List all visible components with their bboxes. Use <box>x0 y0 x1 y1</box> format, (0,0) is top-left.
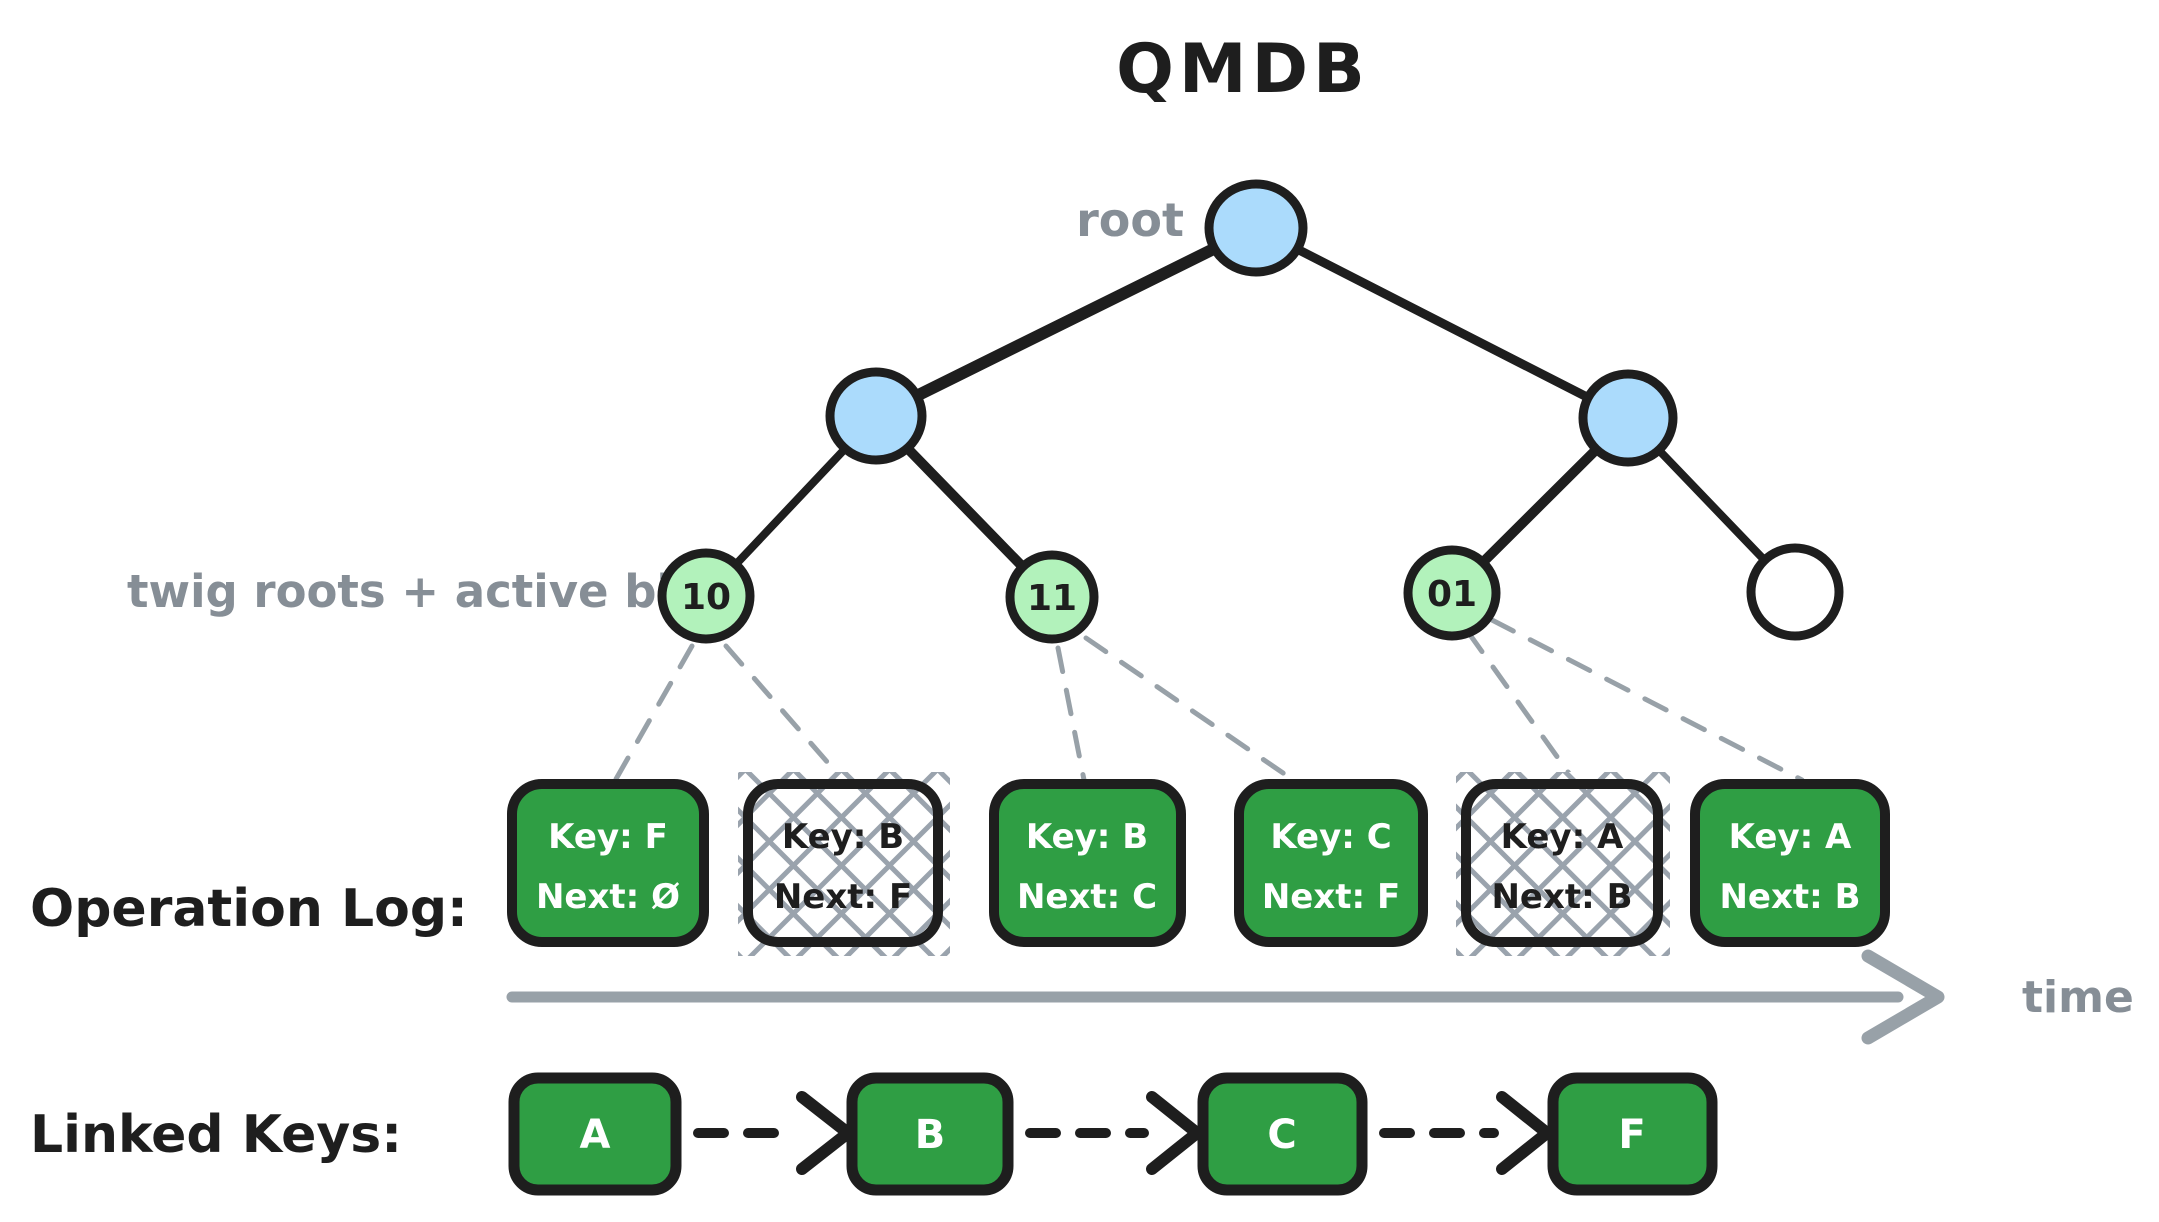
time-label: time <box>2022 972 2134 1023</box>
twig-node-11: 11 <box>1005 550 1099 644</box>
twig-node-empty <box>1746 543 1844 641</box>
tree-node-internal-right <box>1578 369 1678 467</box>
twig-node-circle <box>657 548 755 644</box>
twig-roots-label: twig roots + active bits <box>127 565 720 618</box>
linked-keys-label: Linked Keys: <box>30 1105 402 1165</box>
dashed-connector <box>1055 645 1089 793</box>
twig-node-circle <box>1403 545 1501 641</box>
op-log-box <box>743 779 943 947</box>
op-log-hatch-spill <box>1456 772 1670 956</box>
op-log-box <box>1690 779 1890 947</box>
linked-key-A: A <box>508 1072 682 1196</box>
linked-key-letter: F <box>1618 1112 1645 1158</box>
twig-node-label: 01 <box>1427 574 1477 615</box>
linked-key-letter: A <box>580 1112 611 1158</box>
linked-arrow-2 <box>1025 1091 1203 1175</box>
tree-edge <box>1251 223 1633 423</box>
twig-node-circle <box>1005 550 1099 644</box>
linked-key-box <box>508 1072 682 1196</box>
dashed-connector <box>1489 617 1805 783</box>
op-log-entry-6: Key: A Next: B <box>1690 779 1890 947</box>
op-log-box <box>1461 779 1663 947</box>
linked-arrow-1 <box>693 1091 854 1175</box>
dashed-connector <box>1465 629 1581 789</box>
op-log-box <box>507 779 709 947</box>
linked-key-box <box>1197 1072 1368 1196</box>
linked-key-C: C <box>1197 1072 1368 1196</box>
twig-node-label: 10 <box>681 577 731 618</box>
op-log-next: Next: F <box>1262 877 1400 917</box>
dashed-connector <box>723 643 859 798</box>
dashed-connector <box>609 643 695 789</box>
op-log-next: Next: B <box>1719 877 1860 917</box>
op-log-hatch-spill <box>738 772 950 956</box>
linked-key-letter: C <box>1267 1112 1296 1158</box>
twig-to-log-connectors <box>609 617 1805 798</box>
twig-node-10: 10 <box>657 548 755 644</box>
op-log-key: Key: C <box>1270 817 1391 857</box>
linked-key-box <box>1547 1072 1718 1196</box>
time-axis: time <box>506 949 2134 1045</box>
linked-key-box <box>846 1072 1014 1196</box>
op-log-entry-1: Key: F Next: Ø <box>507 779 709 947</box>
twig-node-01: 01 <box>1403 545 1501 641</box>
arrowhead-icon <box>796 1091 854 1175</box>
tree-node-internal-left <box>825 367 927 465</box>
op-log-box <box>989 779 1186 947</box>
op-log-key: Key: A <box>1729 817 1852 857</box>
time-arrowhead-icon <box>1861 949 1945 1045</box>
tree-edge <box>870 222 1262 422</box>
page-title: QMDB <box>1116 30 1370 109</box>
op-log-next: Next: Ø <box>536 877 680 917</box>
op-log-next: Next: F <box>774 877 912 917</box>
linked-key-letter: B <box>915 1112 946 1158</box>
tree-node-root <box>1204 179 1308 277</box>
op-log-key: Key: B <box>782 817 904 857</box>
root-label: root <box>1076 193 1184 247</box>
op-log-entry-2: Key: B Next: F <box>738 772 950 956</box>
twig-node-label: 11 <box>1027 578 1077 619</box>
op-log-entry-3: Key: B Next: C <box>989 779 1186 947</box>
twig-node-circle <box>1746 543 1844 641</box>
op-log-key: Key: B <box>1026 817 1148 857</box>
op-log-key: Key: F <box>548 817 668 857</box>
linked-arrow-3 <box>1379 1091 1553 1175</box>
op-log-box <box>1234 779 1428 947</box>
op-log-next: Next: B <box>1491 877 1632 917</box>
arrowhead-icon <box>1146 1091 1203 1175</box>
dashed-connector <box>1083 635 1305 789</box>
linked-key-F: F <box>1547 1072 1718 1196</box>
operation-log-label: Operation Log: <box>30 879 468 939</box>
arrowhead-icon <box>1496 1091 1553 1175</box>
op-log-next: Next: C <box>1017 877 1157 917</box>
op-log-entry-5: Key: A Next: B <box>1456 772 1670 956</box>
op-log-key: Key: A <box>1501 817 1624 857</box>
linked-key-B: B <box>846 1072 1014 1196</box>
op-log-entry-4: Key: C Next: F <box>1234 779 1428 947</box>
